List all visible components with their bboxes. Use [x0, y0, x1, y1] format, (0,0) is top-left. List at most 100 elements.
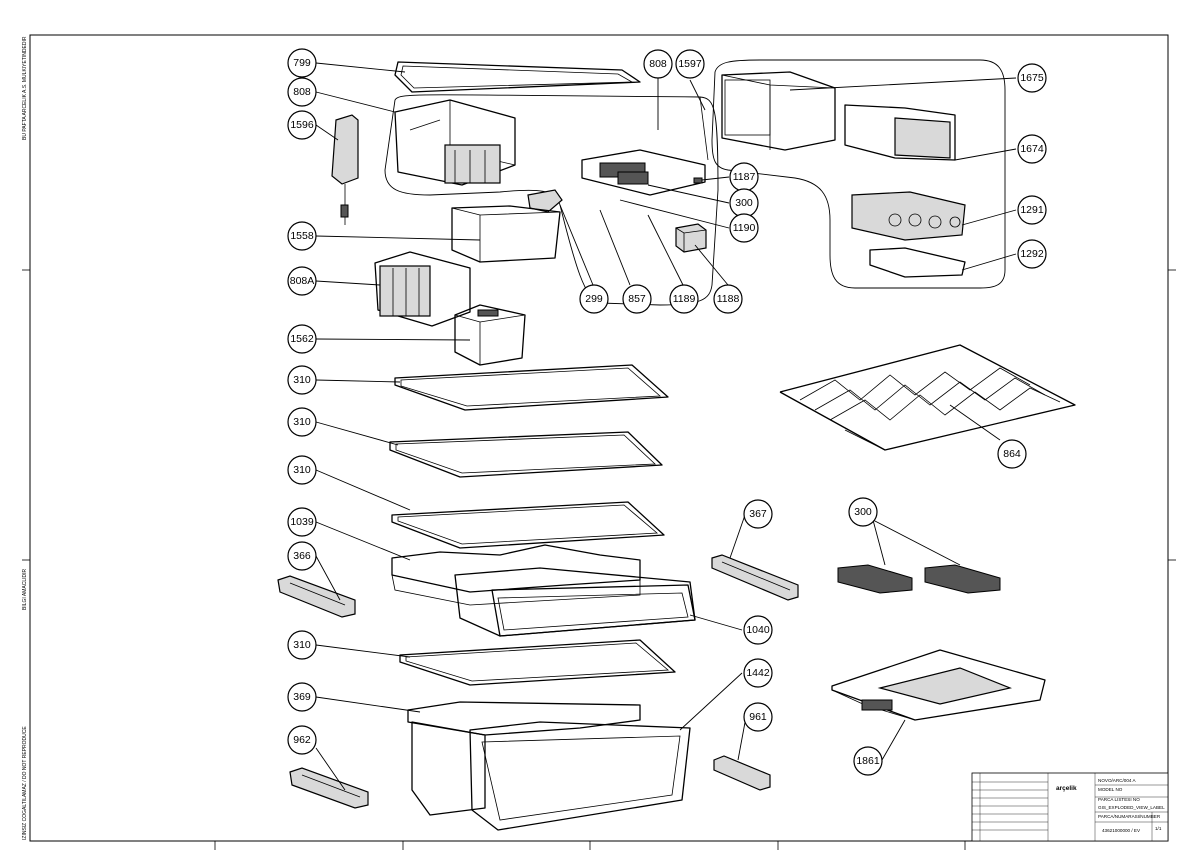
- callout-300-upper: 300: [729, 188, 759, 218]
- callout-367: 367: [743, 499, 773, 529]
- title-sheet: 1/1: [1155, 826, 1162, 831]
- part-310-shelf-c: [391, 501, 665, 549]
- title-drawing-number: 43621000000 / EV: [1102, 828, 1141, 833]
- callout-808-upper: 808: [287, 77, 317, 107]
- svg-text:1596: 1596: [290, 119, 314, 131]
- callout-1040: 1040: [743, 615, 773, 645]
- svg-text:1040: 1040: [746, 624, 770, 636]
- callout-808-center: 808: [643, 49, 673, 79]
- callout-1187: 1187: [729, 162, 759, 192]
- svg-text:1188: 1188: [717, 293, 740, 305]
- callout-1442: 1442: [743, 658, 773, 688]
- svg-text:310: 310: [293, 639, 311, 651]
- part-808-control-panel: [581, 96, 709, 196]
- part-1558-drawer: [451, 205, 561, 263]
- svg-text:1189: 1189: [673, 293, 696, 305]
- svg-text:799: 799: [293, 57, 311, 69]
- callout-1597: 1597: [675, 49, 705, 79]
- callout-857: 857: [622, 284, 652, 314]
- title-row4: GIS_EXPLODED_VIEW_LABEL: [1098, 805, 1165, 810]
- callout-1188: 1188: [713, 284, 743, 314]
- callout-310-d: 310: [287, 630, 317, 660]
- svg-text:1597: 1597: [678, 58, 702, 70]
- title-row1: NOVO/ARC/004 A: [1098, 778, 1136, 783]
- margin-note-middle: BILGI AMACLIDIR: [22, 568, 28, 610]
- part-1187: [693, 177, 703, 184]
- margin-note-top: BU PAFTA ARCELIK A.S. MULKIYETINDEDIR: [22, 36, 28, 140]
- title-block: arçelik NOVO/ARC/004 A MODEL NO PARCA LI…: [971, 772, 1169, 842]
- callout-962: 962: [287, 725, 317, 755]
- svg-text:1292: 1292: [1020, 248, 1044, 260]
- part-310-shelf-b: [389, 431, 663, 478]
- callout-1291: 1291: [1017, 195, 1047, 225]
- svg-text:310: 310: [293, 416, 311, 428]
- callout-1190: 1190: [729, 213, 759, 243]
- part-1291-egg-tray: [851, 191, 966, 241]
- part-299-bracket: [527, 189, 563, 213]
- svg-text:1187: 1187: [733, 171, 756, 183]
- svg-text:300: 300: [854, 506, 872, 518]
- callout-1861: 1861: [853, 746, 883, 776]
- callout-299: 299: [579, 284, 609, 314]
- margin-note-bottom: IZINSIZ COGALTILAMAZ / DO NOT REPRODUCE: [22, 726, 28, 840]
- part-1442-lower-drawer: [407, 701, 691, 831]
- part-1596-lamp: [331, 114, 359, 225]
- part-962-rail: [289, 767, 369, 809]
- part-1562-bucket: [454, 304, 526, 366]
- part-300-trays: [837, 564, 1001, 594]
- part-367-right-rail: [711, 554, 799, 601]
- callout-1674: 1674: [1017, 134, 1047, 164]
- part-961-rail: [713, 755, 771, 791]
- svg-text:366: 366: [293, 550, 311, 562]
- svg-text:808A: 808A: [290, 275, 315, 287]
- part-366-left-rail: [277, 575, 356, 618]
- part-1039-drawer-cover: [391, 544, 641, 606]
- frame-ticks: [22, 269, 1176, 850]
- svg-text:962: 962: [293, 734, 311, 746]
- title-brand: arçelik: [1056, 785, 1077, 792]
- part-1675-door-bin: [721, 71, 836, 151]
- part-310-shelf-a: [394, 364, 669, 411]
- part-808A-frame: [374, 251, 471, 327]
- svg-text:808: 808: [293, 86, 311, 98]
- svg-text:1861: 1861: [856, 755, 880, 767]
- callout-310-b: 310: [287, 407, 317, 437]
- callout-366: 366: [287, 541, 317, 571]
- svg-text:369: 369: [293, 691, 311, 703]
- callout-864: 864: [997, 439, 1027, 469]
- callout-300-lower: 300: [848, 497, 878, 527]
- callout-310-a: 310: [287, 365, 317, 395]
- svg-text:1675: 1675: [1020, 72, 1044, 84]
- svg-text:864: 864: [1003, 448, 1021, 460]
- title-row3: PARCA LISTESI NO: [1098, 797, 1140, 802]
- svg-text:1291: 1291: [1020, 204, 1044, 216]
- callout-1292: 1292: [1017, 239, 1047, 269]
- part-310-shelf-d: [399, 639, 676, 686]
- callout-961: 961: [743, 702, 773, 732]
- svg-text:1558: 1558: [290, 230, 314, 242]
- part-1292-tray: [869, 247, 966, 278]
- svg-text:1674: 1674: [1020, 143, 1044, 155]
- svg-text:1039: 1039: [290, 516, 314, 528]
- svg-text:961: 961: [749, 711, 767, 723]
- svg-text:310: 310: [293, 464, 311, 476]
- callout-369: 369: [287, 682, 317, 712]
- callout-1189: 1189: [669, 284, 699, 314]
- callout-1675: 1675: [1017, 63, 1047, 93]
- leader-lines: [315, 62, 1017, 791]
- part-808-upper-box: [394, 99, 516, 186]
- svg-text:299: 299: [585, 293, 603, 305]
- callout-808A: 808A: [287, 266, 317, 296]
- part-1674-tray: [844, 104, 956, 161]
- title-row5: PARCA/NUMARASI/NUMBER: [1098, 814, 1161, 819]
- callout-1039: 1039: [287, 507, 317, 537]
- svg-text:367: 367: [749, 508, 767, 520]
- part-864-wine-rack: [779, 344, 1076, 451]
- part-1040-drawer-front: [454, 567, 696, 637]
- svg-text:857: 857: [628, 293, 646, 305]
- title-row2: MODEL NO: [1098, 787, 1123, 792]
- svg-text:300: 300: [735, 197, 753, 209]
- drawing-frame: [29, 34, 1169, 842]
- callout-799: 799: [287, 48, 317, 78]
